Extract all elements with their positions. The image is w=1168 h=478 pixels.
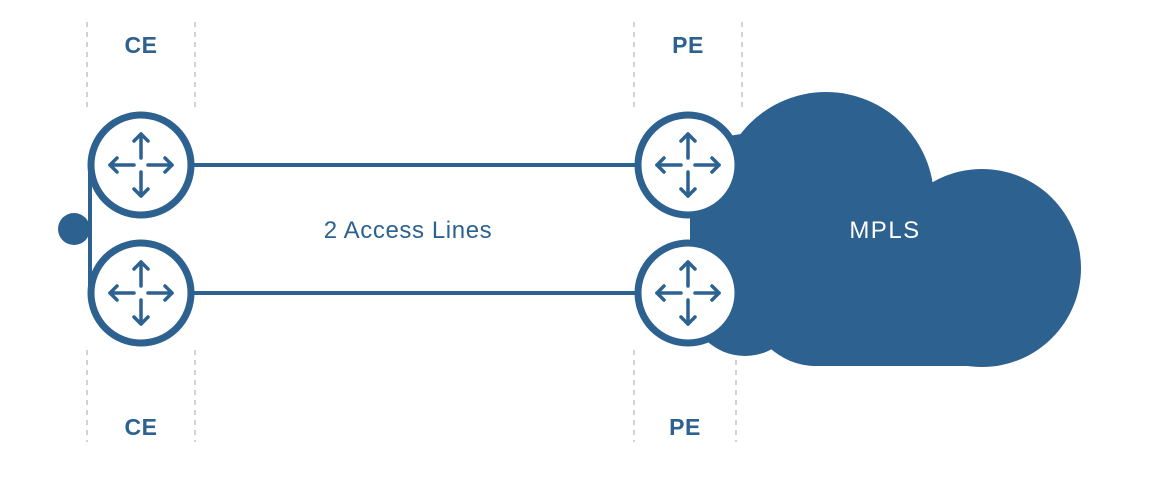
ce-connector <box>58 165 92 293</box>
label-access-lines: 2 Access Lines <box>324 217 493 244</box>
router-pe-bottom <box>634 239 742 347</box>
label-ce-top: CE <box>125 32 158 58</box>
router-ce-top <box>87 111 195 219</box>
connection-dot-icon <box>58 213 90 245</box>
guide-lines <box>86 22 743 442</box>
label-pe-top: PE <box>672 32 704 58</box>
label-mpls: MPLS <box>849 217 920 244</box>
label-pe-bottom: PE <box>669 414 701 440</box>
access-lines <box>194 163 636 295</box>
router-pe-top <box>634 111 742 219</box>
label-ce-bottom: CE <box>125 414 158 440</box>
router-ce-bottom <box>87 239 195 347</box>
